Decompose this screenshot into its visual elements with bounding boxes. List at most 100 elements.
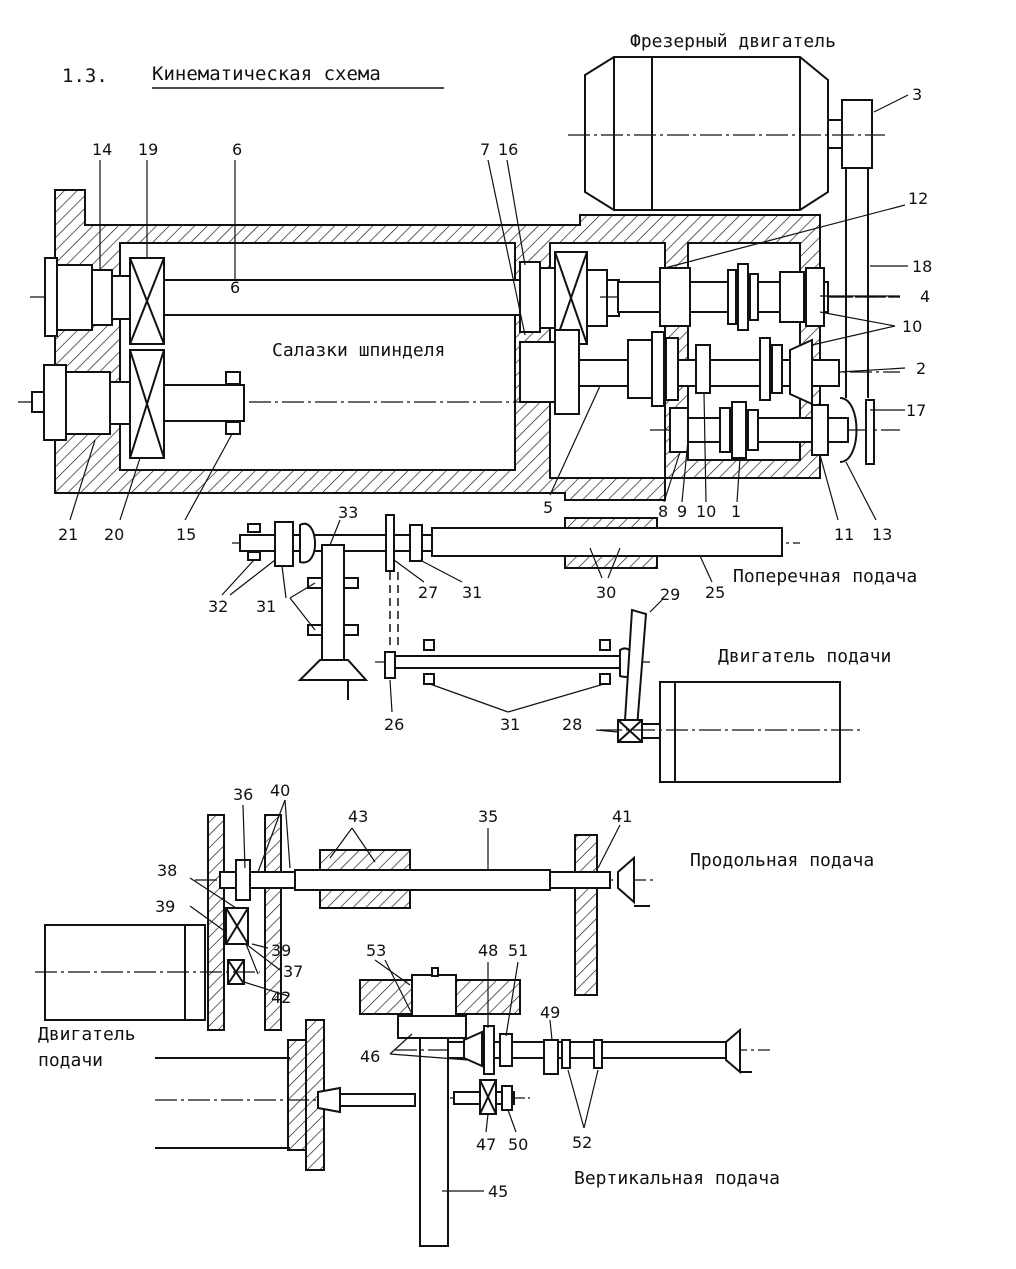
- part-10-bottom: 10: [696, 502, 716, 521]
- part-5: 5: [543, 498, 553, 517]
- vertical-feed: Вертикальная подача: [155, 967, 780, 1247]
- part-15: 15: [176, 525, 196, 544]
- part-29: 29: [660, 585, 680, 604]
- gearbox-labels: [69, 159, 906, 521]
- part-14: 14: [92, 140, 112, 159]
- part-32: 32: [208, 597, 228, 616]
- part-3: 3: [912, 85, 922, 104]
- part-19: 19: [138, 140, 158, 159]
- part-28: 28: [562, 715, 582, 734]
- feed-motor-top: Двигатель подачи: [375, 608, 891, 783]
- part-20: 20: [104, 525, 124, 544]
- part-33: 33: [338, 503, 358, 522]
- cross-feed-caption: Поперечная подача: [733, 566, 917, 587]
- part-16: 16: [498, 140, 518, 159]
- part-39-right: 39: [271, 941, 291, 960]
- longitudinal-feed: Продольная подача Двигатель подачи: [35, 814, 874, 1071]
- bearing-16: [519, 261, 541, 333]
- bearing-49: [543, 1039, 559, 1075]
- pulley-17: [865, 399, 875, 465]
- part-40: 40: [270, 781, 290, 800]
- cross-feed-numbers: 32 31 33 27 31 30 25 29 26 31 28: [208, 503, 725, 734]
- part-26: 26: [384, 715, 404, 734]
- feed-motor-bottom-caption-2: подачи: [38, 1050, 103, 1071]
- part-10-right: 10: [902, 317, 922, 336]
- part-11: 11: [834, 525, 854, 544]
- part-21: 21: [58, 525, 78, 544]
- part-39-left: 39: [155, 897, 175, 916]
- part-31-mid: 31: [462, 583, 482, 602]
- feed-motor-top-caption: Двигатель подачи: [718, 646, 891, 667]
- sprocket-27: [385, 514, 395, 572]
- bearing-41-wall: [574, 834, 598, 996]
- part-25: 25: [705, 583, 725, 602]
- gear-51: [499, 1033, 513, 1067]
- part-2: 2: [916, 359, 926, 378]
- part-1: 1: [731, 502, 741, 521]
- feed-motor-bottom-caption-1: Двигатель: [38, 1024, 136, 1045]
- part-18: 18: [912, 257, 932, 276]
- part-52: 52: [572, 1133, 592, 1152]
- heading: 1.3. Кинематическая схема: [62, 63, 444, 89]
- part-38: 38: [157, 861, 177, 880]
- part-51: 51: [508, 941, 528, 960]
- part-9: 9: [677, 502, 687, 521]
- part-17: 17: [906, 401, 926, 420]
- part-50: 50: [508, 1135, 528, 1154]
- part-45: 45: [488, 1182, 508, 1201]
- part-53: 53: [366, 941, 386, 960]
- part-6-label: 6: [232, 140, 242, 159]
- longitudinal-numbers: 36 40 43 35 41 38 39 39 37 42: [155, 781, 632, 1007]
- heading-number: 1.3.: [62, 65, 108, 87]
- mill-motor-caption: Фрезерный двигатель: [630, 31, 836, 52]
- part-30: 30: [596, 583, 616, 602]
- cross-feed: Поперечная подача: [232, 514, 917, 700]
- part-7: 7: [480, 140, 490, 159]
- feed-motor-top-body: [659, 681, 841, 783]
- belt-18: 18: [845, 168, 932, 398]
- part-41: 41: [612, 807, 632, 826]
- heading-title: Кинематическая схема: [152, 63, 381, 85]
- vertical-feed-caption: Вертикальная подача: [574, 1168, 780, 1189]
- part-46: 46: [360, 1047, 380, 1066]
- cross-feed-labels: [221, 519, 713, 733]
- bevel-10: [789, 338, 813, 406]
- gear-46: [397, 1015, 467, 1039]
- mill-motor: Фрезерный двигатель 3: [568, 31, 922, 211]
- spindle-slide-caption: Салазки шпинделя: [272, 340, 445, 361]
- part-12: 12: [908, 189, 928, 208]
- spindle-shaft: [18, 349, 520, 459]
- part-8: 8: [658, 502, 668, 521]
- key-15: [225, 421, 241, 435]
- mill-motor-body: [584, 56, 829, 211]
- gearbox-numbers: 14 19 6 7 16 12 4 10 2 17 21 20 15 5 8 9…: [58, 140, 930, 544]
- vertical-numbers: 53 48 51 49 46 47 50 52 45: [360, 941, 592, 1201]
- vertical-labels: [374, 959, 599, 1192]
- part-47: 47: [476, 1135, 496, 1154]
- shaft-6: 6: [30, 251, 900, 345]
- gear-48: [483, 1025, 495, 1075]
- part-35: 35: [478, 807, 498, 826]
- longitudinal-feed-caption: Продольная подача: [690, 850, 874, 871]
- part-49: 49: [540, 1003, 560, 1022]
- gear-50: [501, 1085, 513, 1111]
- motor-pulley-3: [841, 99, 873, 169]
- screw-35: [294, 869, 551, 891]
- bearing-21: [65, 371, 111, 435]
- longitudinal-labels: [189, 799, 621, 997]
- screw-25: [431, 527, 783, 557]
- sprocket-26: [384, 651, 396, 679]
- part-37: 37: [283, 962, 303, 981]
- part-4: 4: [920, 287, 930, 306]
- part-36: 36: [233, 785, 253, 804]
- part-13: 13: [872, 525, 892, 544]
- part-31-left: 31: [256, 597, 276, 616]
- part-27: 27: [418, 583, 438, 602]
- part-6: 6: [230, 278, 240, 297]
- part-48: 48: [478, 941, 498, 960]
- bearing-14: [91, 269, 113, 326]
- gearbox: [519, 263, 900, 465]
- column-45: [419, 1037, 449, 1247]
